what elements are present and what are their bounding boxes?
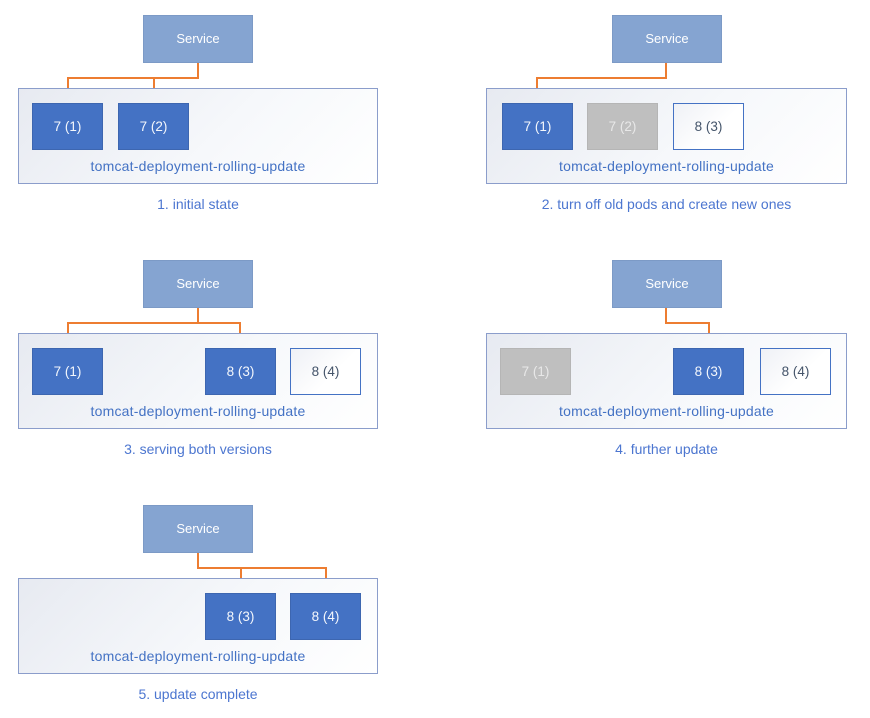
pod: 7 (1) xyxy=(32,348,103,395)
service-box: Service xyxy=(143,505,253,553)
pod: 7 (2) xyxy=(118,103,189,150)
arrow-segment xyxy=(197,553,199,568)
panel-further-update: Service 7 (1) 8 (3) 8 (4) tomcat-deploym… xyxy=(435,245,870,490)
pod: 8 (4) xyxy=(290,348,361,395)
arrow-segment xyxy=(325,567,327,585)
service-box: Service xyxy=(143,260,253,308)
arrow-segment xyxy=(665,322,710,324)
arrow-segment xyxy=(536,77,538,95)
arrow-segment xyxy=(67,322,69,340)
arrow-segment xyxy=(665,63,667,78)
arrow-segment xyxy=(240,567,242,585)
arrow-segment xyxy=(708,322,710,340)
deployment-label: tomcat-deployment-rolling-update xyxy=(559,158,774,174)
pod: 8 (3) xyxy=(673,348,744,395)
pod: 7 (2) xyxy=(587,103,658,150)
pod: 8 (3) xyxy=(205,348,276,395)
pod: 8 (3) xyxy=(673,103,744,150)
pod: 7 (1) xyxy=(32,103,103,150)
panel-caption: 2. turn off old pods and create new ones xyxy=(541,196,792,212)
pod: 7 (1) xyxy=(502,103,573,150)
deployment-label: tomcat-deployment-rolling-update xyxy=(559,403,774,419)
panel-serving-both-versions: Service 7 (1) 8 (3) 8 (4) tomcat-deploym… xyxy=(0,245,435,490)
arrow-segment xyxy=(239,322,241,340)
panel-caption: 4. further update xyxy=(615,441,718,457)
deployment-label: tomcat-deployment-rolling-update xyxy=(90,158,306,174)
panel-caption: 1. initial state xyxy=(157,196,239,212)
arrow-segment xyxy=(197,63,199,78)
panel-caption: 5. update complete xyxy=(138,686,258,702)
service-box: Service xyxy=(612,15,722,63)
pod: 8 (3) xyxy=(205,593,276,640)
arrow-segment xyxy=(67,77,69,95)
deployment-label: tomcat-deployment-rolling-update xyxy=(90,403,306,419)
arrow-segment xyxy=(67,322,241,324)
service-box: Service xyxy=(143,15,253,63)
pod: 8 (4) xyxy=(290,593,361,640)
arrow-segment xyxy=(536,77,667,79)
service-box: Service xyxy=(612,260,722,308)
panel-update-complete: Service 8 (3) 8 (4) tomcat-deployment-ro… xyxy=(0,490,435,718)
panel-initial-state: Service 7 (1) 7 (2) tomcat-deployment-ro… xyxy=(0,0,435,245)
deployment-label: tomcat-deployment-rolling-update xyxy=(90,648,306,664)
panel-turn-off-old-pods: Service 7 (1) 7 (2) 8 (3) tomcat-deploym… xyxy=(435,0,870,245)
arrow-segment xyxy=(665,308,667,323)
arrow-segment xyxy=(153,77,155,95)
pod: 7 (1) xyxy=(500,348,571,395)
arrow-segment xyxy=(67,77,199,79)
pod: 8 (4) xyxy=(760,348,831,395)
arrow-segment xyxy=(197,308,199,323)
panel-caption: 3. serving both versions xyxy=(124,441,272,457)
arrow-segment xyxy=(197,567,327,569)
